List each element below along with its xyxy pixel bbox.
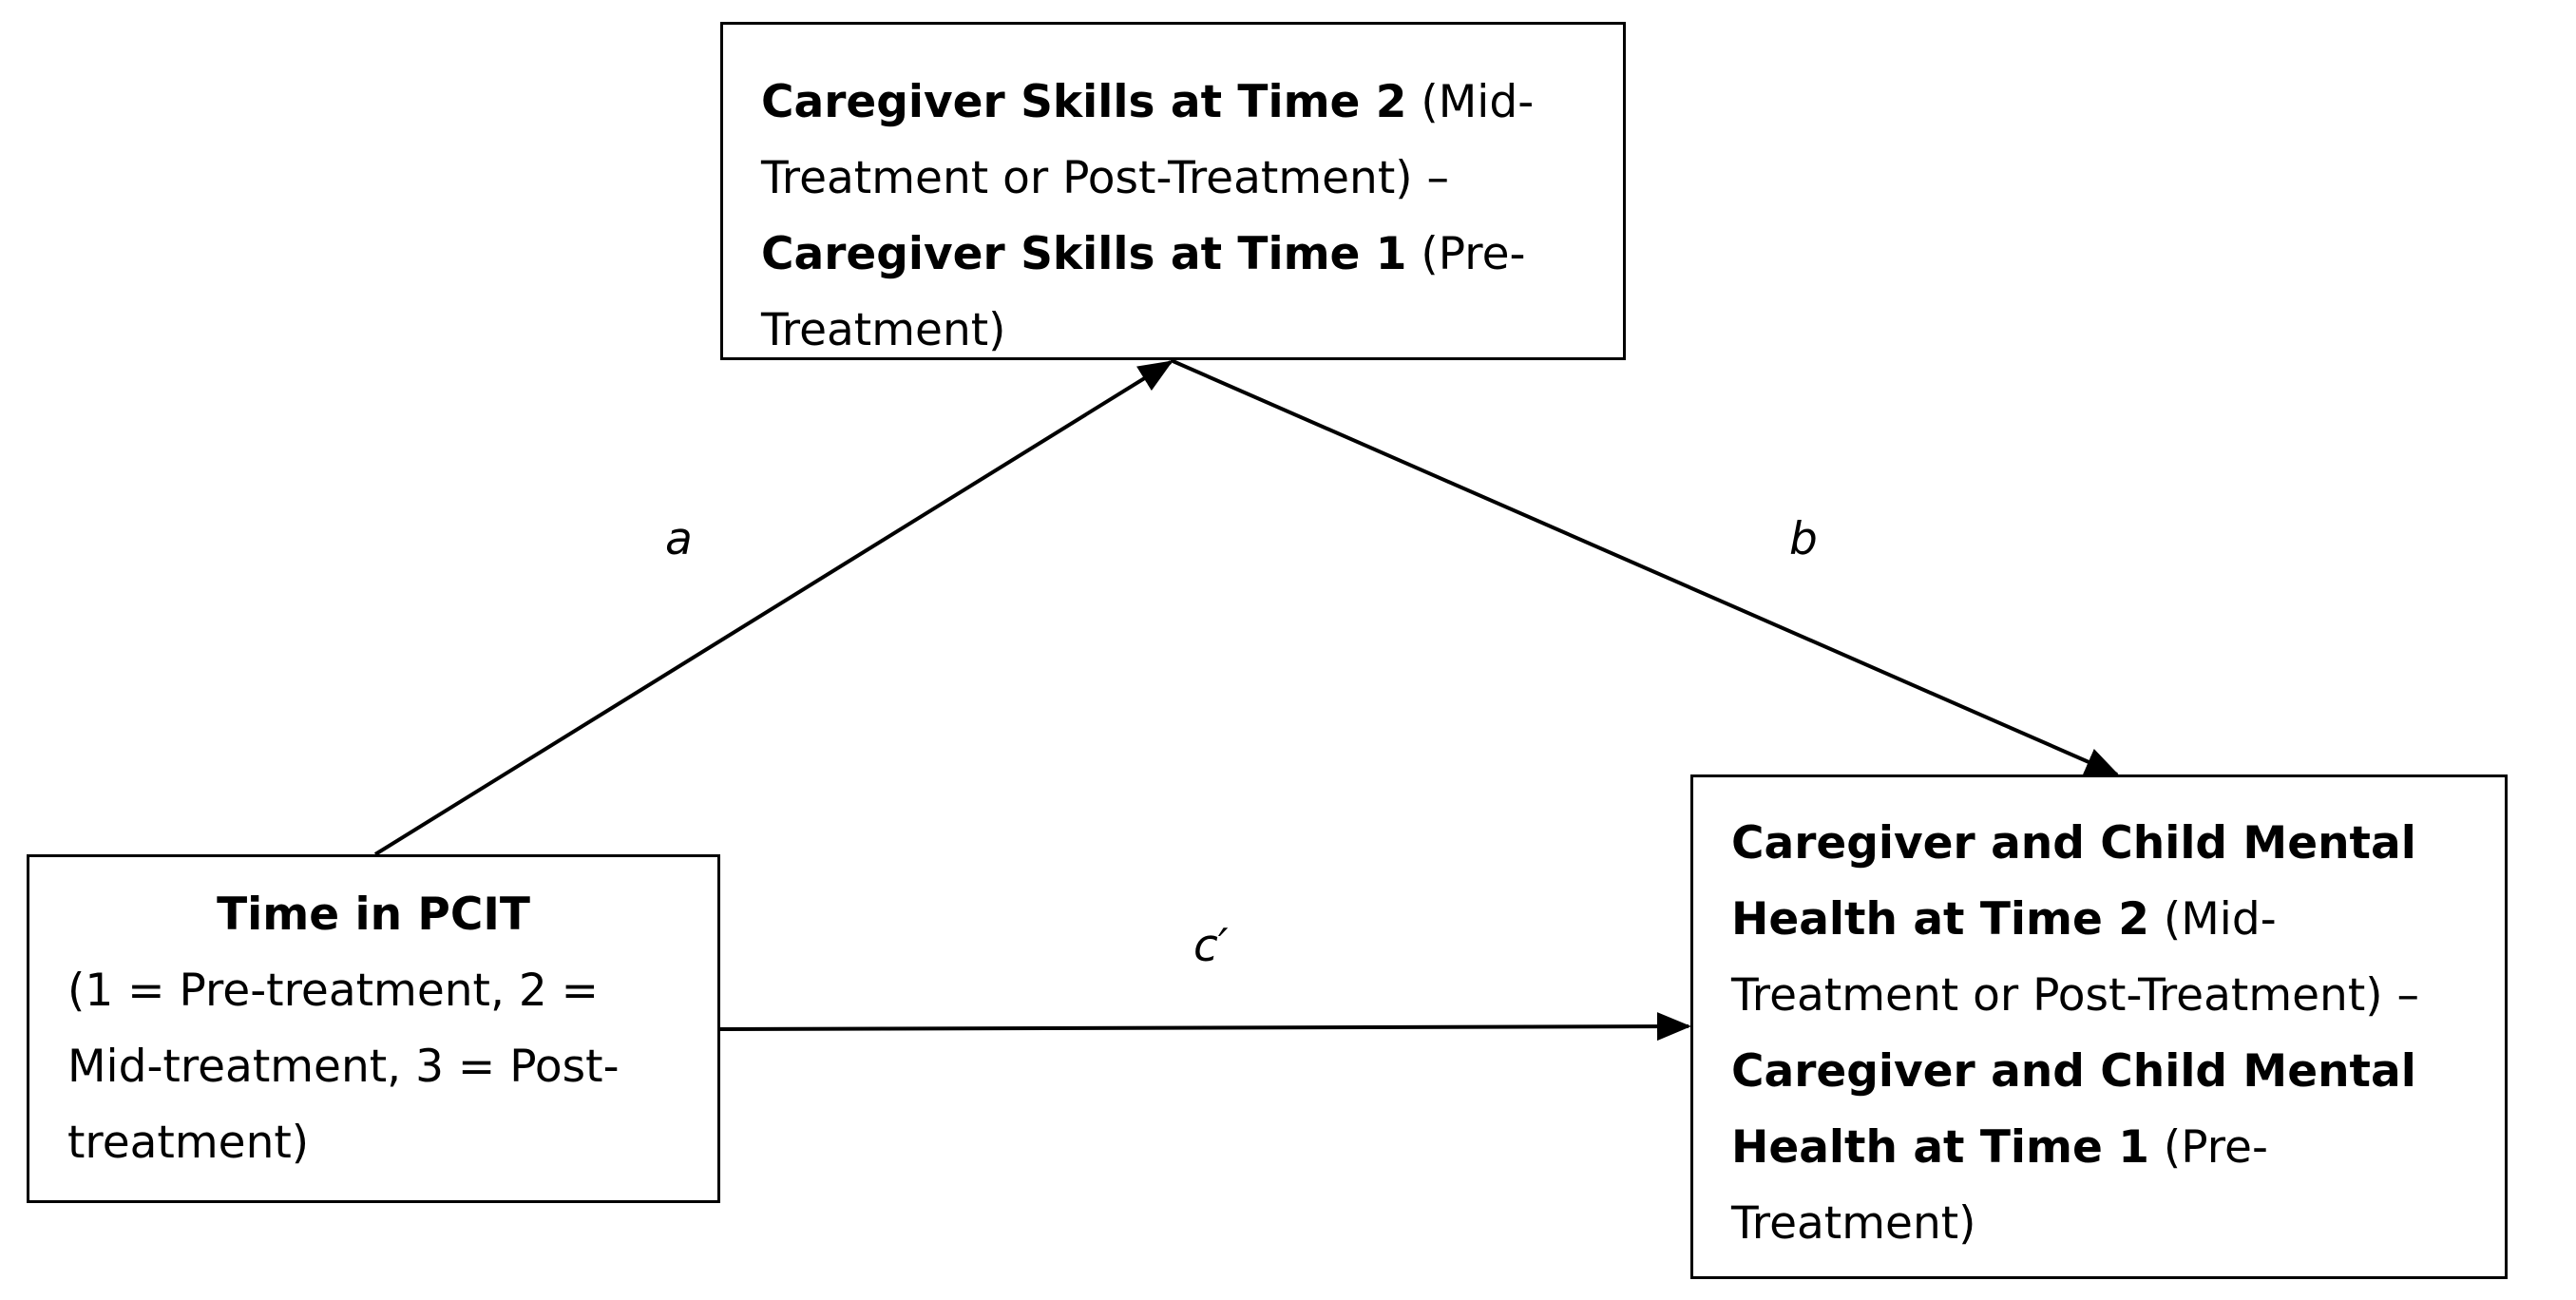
mediator-time1-label: Caregiver Skills at Time 1: [761, 228, 1407, 280]
outcome-time1-label: Health at Time 1: [1731, 1121, 2149, 1174]
outcome-time2-label: Health at Time 2: [1731, 893, 2149, 946]
predictor-box-time-in-pcit: Time in PCIT (1 = Pre-treatment, 2 = Mid…: [27, 854, 720, 1203]
path-b-arrow: [1170, 358, 2120, 776]
outcome-title-line4: Caregiver and Child Mental: [1731, 1045, 2416, 1098]
predictor-title: Time in PCIT: [217, 889, 530, 941]
outcome-title-line1: Caregiver and Child Mental: [1731, 817, 2416, 870]
mediator-box-caregiver-skills: Caregiver Skills at Time 2 (Mid- Treatme…: [720, 22, 1626, 360]
path-a-arrow: [373, 360, 1174, 856]
path-c-prime-arrow: [719, 1012, 1691, 1042]
path-label-a: a: [665, 513, 693, 565]
path-label-b: b: [1789, 513, 1818, 565]
outcome-box-mental-health: Caregiver and Child Mental Health at Tim…: [1690, 774, 2508, 1279]
path-label-c-prime: c′: [1193, 920, 1229, 972]
mediator-time2-label: Caregiver Skills at Time 2: [761, 76, 1407, 128]
